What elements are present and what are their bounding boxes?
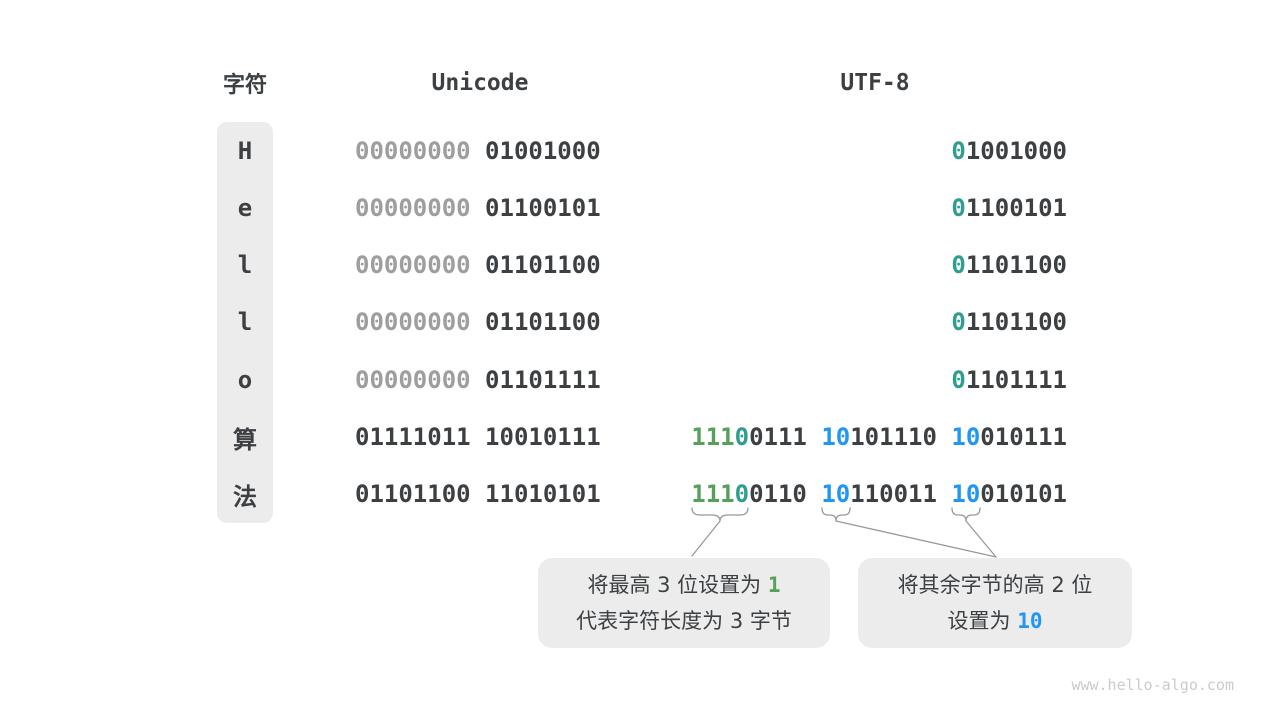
callout-right-lines: 将其余字节的高 2 位设置为 10: [898, 567, 1093, 639]
text-segment: 0: [951, 251, 966, 280]
text-segment: 111: [691, 423, 735, 452]
unicode-bits: 00000000 01101100: [355, 294, 601, 351]
char-cell: l: [237, 251, 253, 280]
text-segment: 10: [821, 480, 851, 509]
text-segment: 01111011 10010111: [355, 423, 601, 452]
text-segment: 1101100: [965, 308, 1067, 337]
text-segment: 101110: [850, 423, 952, 452]
text-segment: 0: [951, 308, 966, 337]
text-segment: 10: [821, 423, 851, 452]
callout-line: 设置为 10: [898, 603, 1093, 639]
unicode-bits: 01101100 11010101: [355, 466, 601, 523]
text-segment: 0110: [749, 480, 822, 509]
text-segment: 00000000: [355, 251, 486, 280]
text-segment: 将其余字节的高 2 位: [897, 573, 1093, 597]
callout-line: 将其余字节的高 2 位: [898, 567, 1093, 603]
text-segment: 00000000: [355, 365, 486, 394]
callout-line: 将最高 3 位设置为 1: [576, 567, 792, 603]
unicode-bits: 00000000 01001000: [355, 122, 601, 179]
connector-line-right: [965, 520, 997, 558]
unicode-bits: 00000000 01101111: [355, 351, 601, 408]
text-segment: 0: [734, 480, 750, 509]
text-segment: 0: [951, 193, 966, 222]
char-cell: 法: [233, 482, 257, 511]
text-segment: 0: [951, 365, 966, 394]
callout-line: 代表字符长度为 3 字节: [576, 603, 792, 639]
text-segment: 01001000: [485, 136, 601, 165]
column-header-utf8: UTF-8: [840, 70, 910, 96]
text-segment: 1101111: [965, 365, 1067, 394]
char-cell: o: [237, 365, 253, 394]
callout-left: 将最高 3 位设置为 1 代表字符长度为 3 字节: [538, 558, 830, 648]
text-segment: 设置为: [947, 609, 1018, 633]
text-segment: 00000000: [355, 308, 486, 337]
column-header-char: 字符: [222, 73, 267, 98]
text-segment: 1100101: [965, 193, 1067, 222]
text-segment: 00000000: [355, 193, 486, 222]
text-segment: 01101100: [485, 308, 601, 337]
text-segment: 1001000: [965, 136, 1067, 165]
text-segment: 代表字符长度为 3 字节: [576, 609, 792, 633]
text-segment: 0: [951, 136, 966, 165]
text-segment: 00000000: [355, 136, 486, 165]
text-segment: 10: [951, 480, 981, 509]
char-cell: 算: [233, 425, 257, 454]
text-segment: 1: [767, 573, 781, 597]
text-segment: 01101111: [485, 365, 601, 394]
char-cell: H: [237, 136, 253, 165]
text-segment: 01101100: [485, 251, 601, 280]
column-header-unicode: Unicode: [431, 70, 529, 96]
text-segment: 01101100 11010101: [355, 480, 601, 509]
callout-left-lines: 将最高 3 位设置为 1 代表字符长度为 3 字节: [576, 567, 792, 639]
callout-right: 将其余字节的高 2 位设置为 10: [858, 558, 1132, 648]
text-segment: 10: [951, 423, 981, 452]
char-cell: l: [237, 308, 253, 337]
unicode-bits: 01111011 10010111: [355, 408, 601, 465]
text-segment: 110011: [850, 480, 952, 509]
text-segment: 010111: [980, 423, 1067, 452]
connector-line-left: [691, 520, 721, 557]
unicode-bits: 00000000 01100101: [355, 179, 601, 236]
text-segment: 111: [691, 480, 735, 509]
char-cell: e: [237, 193, 253, 222]
text-segment: 010101: [980, 480, 1067, 509]
text-segment: 将最高 3 位设置为: [587, 573, 768, 597]
text-segment: 01100101: [485, 193, 601, 222]
text-segment: 1101100: [965, 251, 1067, 280]
text-segment: 0: [734, 423, 750, 452]
text-segment: 10: [1017, 609, 1043, 633]
unicode-bits: 00000000 01101100: [355, 237, 601, 294]
watermark: www.hello-algo.com: [1071, 676, 1234, 694]
connector-line-mid: [835, 520, 997, 558]
text-segment: 0111: [749, 423, 822, 452]
